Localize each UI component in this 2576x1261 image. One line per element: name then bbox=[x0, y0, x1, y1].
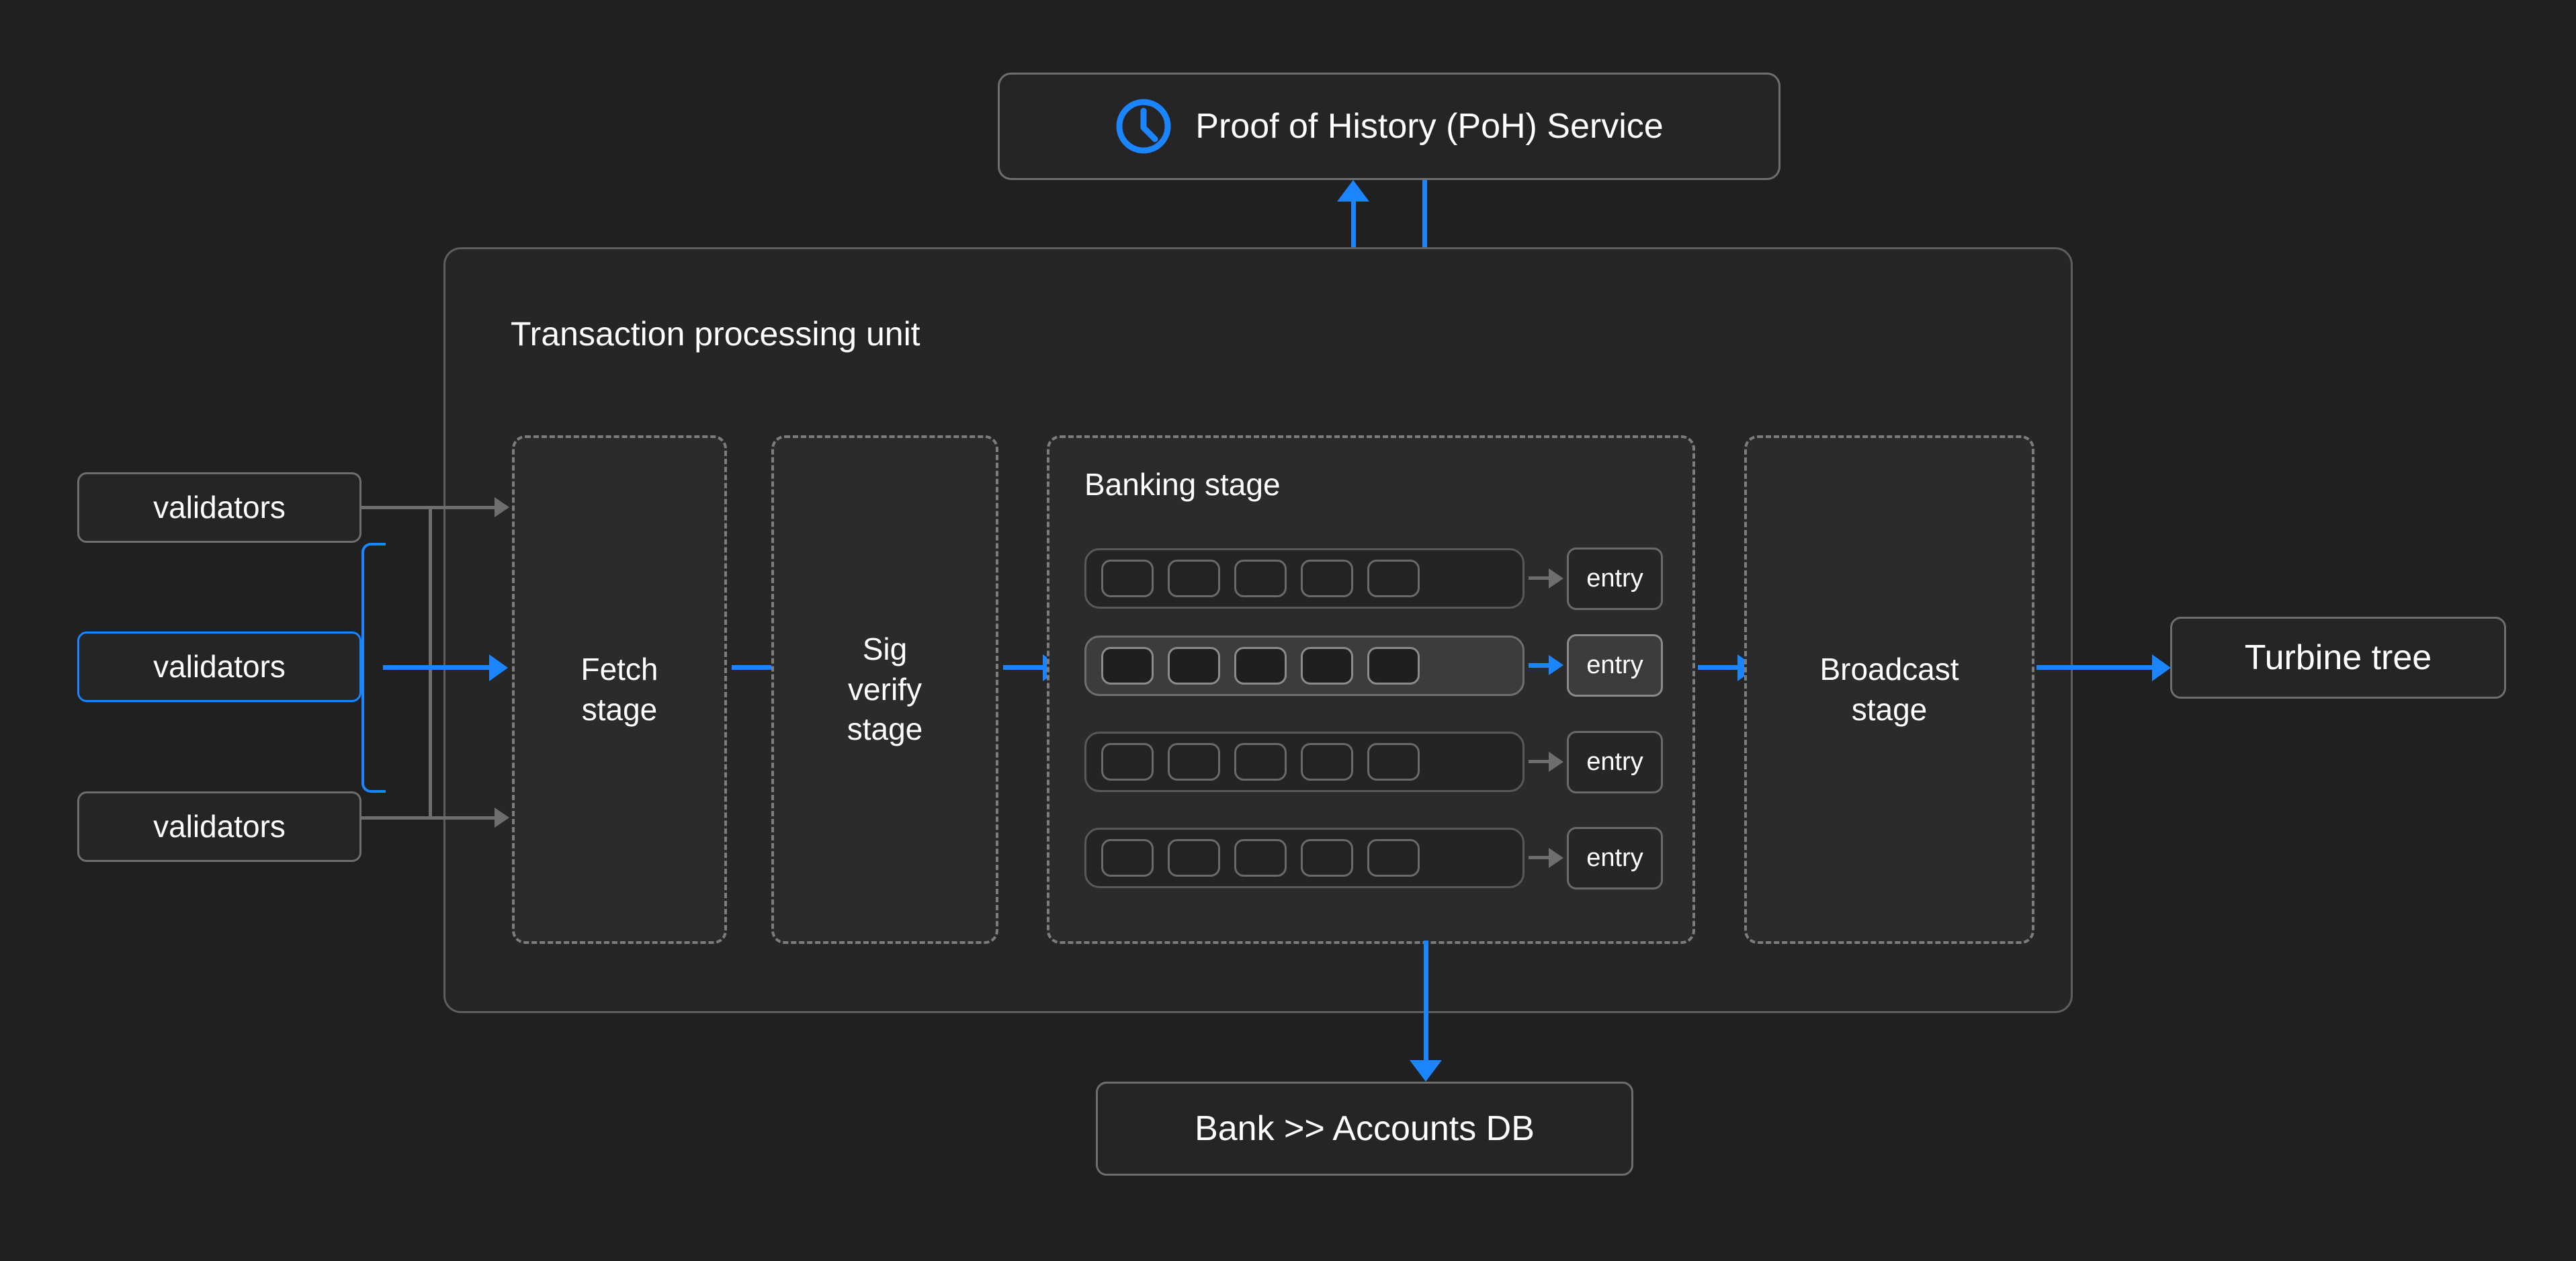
banking-row-3[interactable] bbox=[1084, 732, 1525, 792]
banking-cell[interactable] bbox=[1234, 647, 1287, 685]
sig-verify-label-line1: Sig bbox=[862, 631, 908, 666]
entry-box-2[interactable]: entry bbox=[1567, 634, 1663, 697]
banking-cell[interactable] bbox=[1301, 839, 1353, 877]
banking-row2-arrowhead bbox=[1549, 655, 1563, 675]
banking-row1-arrowhead bbox=[1549, 568, 1563, 589]
banking-cell[interactable] bbox=[1168, 743, 1220, 781]
sig-verify-label-line3: stage bbox=[847, 711, 923, 747]
turbine-tree-node[interactable]: Turbine tree bbox=[2170, 617, 2506, 699]
banking-cell[interactable] bbox=[1168, 560, 1220, 597]
banking-cell[interactable] bbox=[1367, 647, 1420, 685]
banking-to-accountsdb-line bbox=[1424, 941, 1428, 1065]
validators-label-3: validators bbox=[153, 809, 286, 844]
banking-stage[interactable]: Banking stage entry entry bbox=[1047, 435, 1695, 944]
banking-cell[interactable] bbox=[1101, 560, 1154, 597]
fetch-to-sigverify-line bbox=[732, 665, 773, 670]
accounts-db-node[interactable]: Bank >> Accounts DB bbox=[1096, 1082, 1633, 1176]
validator3-line-h2 bbox=[429, 816, 496, 820]
tpu-title: Transaction processing unit bbox=[511, 315, 920, 353]
banking-cell[interactable] bbox=[1168, 839, 1220, 877]
broadcast-to-turbine-line bbox=[2036, 665, 2154, 670]
banking-row1-connector bbox=[1529, 576, 1550, 580]
poh-inbound-arrowhead bbox=[1337, 180, 1369, 202]
banking-cell[interactable] bbox=[1301, 560, 1353, 597]
entry-box-1[interactable]: entry bbox=[1567, 548, 1663, 610]
clock-icon bbox=[1115, 97, 1172, 155]
sigverify-to-banking-line bbox=[1003, 665, 1045, 670]
banking-row4-arrowhead bbox=[1549, 848, 1563, 868]
banking-stage-title: Banking stage bbox=[1084, 467, 1281, 502]
banking-cell[interactable] bbox=[1301, 647, 1353, 685]
poh-service-label: Proof of History (PoH) Service bbox=[1195, 106, 1664, 146]
accounts-db-label: Bank >> Accounts DB bbox=[1195, 1108, 1535, 1148]
validator2-line-h bbox=[383, 665, 490, 670]
entry-label-4: entry bbox=[1586, 843, 1643, 872]
banking-row3-connector bbox=[1529, 760, 1550, 763]
banking-row2-connector bbox=[1529, 663, 1550, 668]
banking-cell[interactable] bbox=[1234, 839, 1287, 877]
sig-verify-label-line2: verify bbox=[848, 671, 922, 707]
banking-cell[interactable] bbox=[1101, 743, 1154, 781]
banking-row4-connector bbox=[1529, 856, 1550, 859]
validator2-elbow bbox=[361, 543, 386, 793]
banking-cell[interactable] bbox=[1234, 743, 1287, 781]
validator1-line-h2 bbox=[429, 506, 496, 509]
entry-label-3: entry bbox=[1586, 747, 1643, 776]
banking-cell[interactable] bbox=[1101, 647, 1154, 685]
banking-to-broadcast-line bbox=[1698, 665, 1740, 670]
validators-node-1[interactable]: validators bbox=[77, 472, 361, 543]
banking-cell[interactable] bbox=[1367, 839, 1420, 877]
validator2-arrowhead bbox=[489, 654, 508, 681]
broadcast-stage[interactable]: Broadcast stage bbox=[1744, 435, 2034, 944]
broadcast-stage-label-line1: Broadcast bbox=[1819, 651, 1959, 687]
entry-label-2: entry bbox=[1586, 650, 1643, 679]
banking-to-accountsdb-arrowhead bbox=[1410, 1060, 1442, 1082]
banking-cell[interactable] bbox=[1301, 743, 1353, 781]
validator3-arrowhead bbox=[495, 808, 509, 828]
banking-cell[interactable] bbox=[1367, 560, 1420, 597]
fetch-stage-label-line1: Fetch bbox=[581, 651, 658, 687]
banking-cell[interactable] bbox=[1101, 839, 1154, 877]
validator3-line-h1 bbox=[361, 816, 432, 820]
banking-cell[interactable] bbox=[1168, 647, 1220, 685]
entry-box-3[interactable]: entry bbox=[1567, 731, 1663, 793]
turbine-tree-label: Turbine tree bbox=[2244, 638, 2432, 677]
broadcast-stage-label-line2: stage bbox=[1851, 691, 1928, 727]
fetch-stage-label-line2: stage bbox=[581, 691, 658, 727]
banking-row-4[interactable] bbox=[1084, 828, 1525, 888]
validators-label-1: validators bbox=[153, 490, 286, 525]
poh-service-node[interactable]: Proof of History (PoH) Service bbox=[998, 73, 1780, 180]
validator1-line-h1 bbox=[361, 506, 432, 509]
validators-node-2[interactable]: validators bbox=[77, 632, 361, 702]
entry-label-1: entry bbox=[1586, 564, 1643, 593]
validators-node-3[interactable]: validators bbox=[77, 791, 361, 862]
banking-cell[interactable] bbox=[1234, 560, 1287, 597]
broadcast-to-turbine-arrowhead bbox=[2152, 654, 2171, 681]
sig-verify-stage[interactable]: Sig verify stage bbox=[771, 435, 998, 944]
validators-trunk-line bbox=[429, 506, 432, 818]
validators-label-2: validators bbox=[153, 649, 286, 685]
banking-row-1[interactable] bbox=[1084, 548, 1525, 609]
fetch-stage[interactable]: Fetch stage bbox=[512, 435, 727, 944]
banking-row-2[interactable] bbox=[1084, 636, 1525, 696]
banking-cell[interactable] bbox=[1367, 743, 1420, 781]
entry-box-4[interactable]: entry bbox=[1567, 827, 1663, 889]
validator1-arrowhead bbox=[495, 497, 509, 517]
banking-row3-arrowhead bbox=[1549, 752, 1563, 772]
